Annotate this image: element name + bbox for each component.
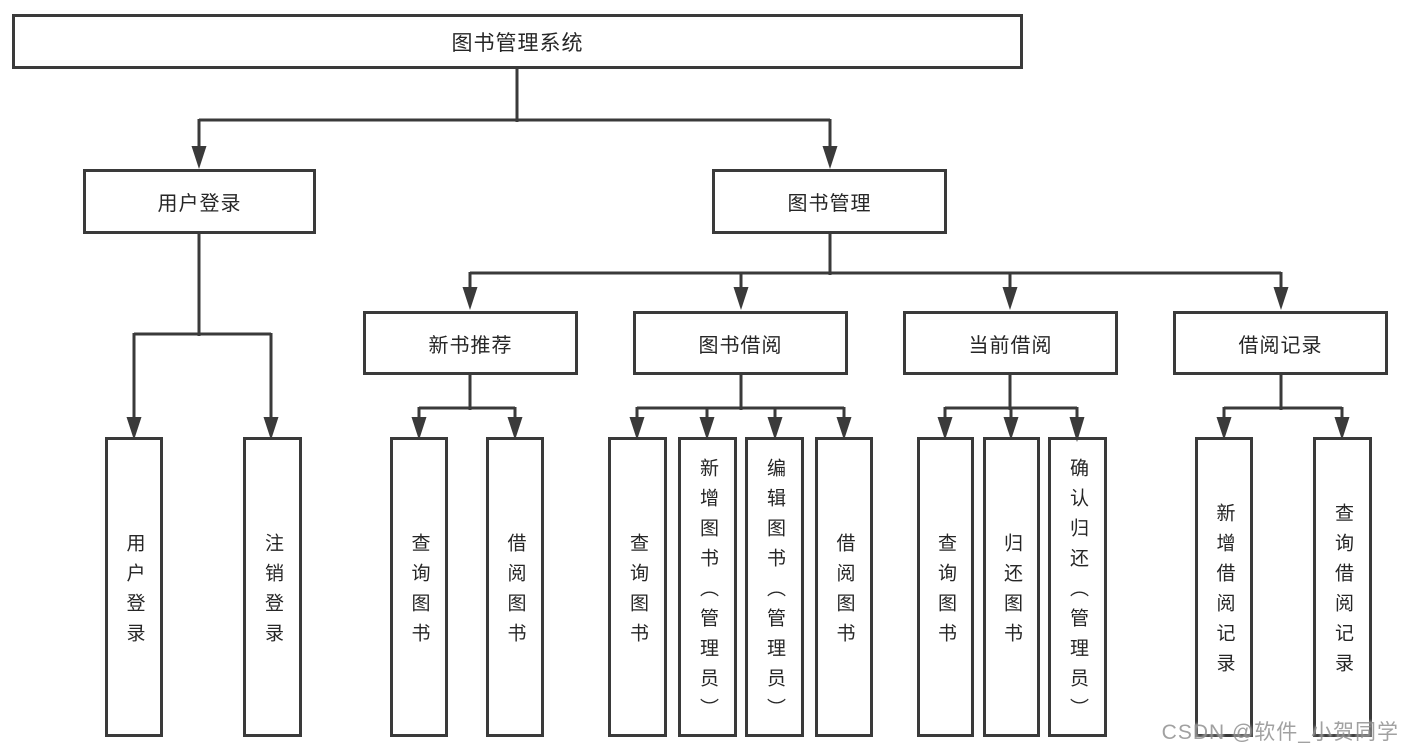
leaf-borrow-books-label: 借阅图书 xyxy=(833,532,855,653)
leaf-borrow-books: 借阅图书 xyxy=(815,437,873,737)
leaf-query-borrow-record: 查询借阅记录 xyxy=(1313,437,1372,737)
leaf-edit-books-admin-label: 编辑图书（管理员） xyxy=(764,457,785,728)
csdn-watermark: CSDN @软件_小贺同学 xyxy=(1161,721,1399,744)
leaf-return-books-label: 归还图书 xyxy=(1001,532,1022,653)
leaf-confirm-return-admin: 确认归还（管理员） xyxy=(1048,437,1107,737)
leaf-query-books-newrec-label: 查询图书 xyxy=(408,532,430,653)
node-user-login: 用户登录 xyxy=(83,169,316,234)
leaf-add-books-admin-label: 新增图书（管理员） xyxy=(697,457,718,728)
leaf-query-books-newrec: 查询图书 xyxy=(390,437,448,737)
leaf-borrow-books-newrec-label: 借阅图书 xyxy=(504,532,526,653)
node-book-management: 图书管理 xyxy=(712,169,947,234)
leaf-add-borrow-record: 新增借阅记录 xyxy=(1195,437,1253,737)
leaf-confirm-return-admin-label: 确认归还（管理员） xyxy=(1067,457,1088,728)
node-new-book-recommend: 新书推荐 xyxy=(363,311,578,375)
node-root-library-system: 图书管理系统 xyxy=(12,14,1023,69)
leaf-user-login-label: 用户登录 xyxy=(123,532,145,653)
leaf-logout-label: 注销登录 xyxy=(262,532,283,653)
leaf-add-borrow-record-label: 新增借阅记录 xyxy=(1213,502,1235,683)
node-borrowing-records: 借阅记录 xyxy=(1173,311,1388,375)
leaf-query-books-borrow: 查询图书 xyxy=(608,437,667,737)
leaf-query-books-current: 查询图书 xyxy=(917,437,974,737)
leaf-edit-books-admin: 编辑图书（管理员） xyxy=(745,437,804,737)
leaf-return-books: 归还图书 xyxy=(983,437,1040,737)
leaf-query-books-current-label: 查询图书 xyxy=(935,532,956,653)
leaf-logout: 注销登录 xyxy=(243,437,302,737)
leaf-add-books-admin: 新增图书（管理员） xyxy=(678,437,737,737)
node-book-borrowing: 图书借阅 xyxy=(633,311,848,375)
leaf-borrow-books-newrec: 借阅图书 xyxy=(486,437,544,737)
node-current-borrowing: 当前借阅 xyxy=(903,311,1118,375)
leaf-query-borrow-record-label: 查询借阅记录 xyxy=(1332,502,1353,683)
leaf-query-books-borrow-label: 查询图书 xyxy=(627,532,648,653)
leaf-user-login: 用户登录 xyxy=(105,437,163,737)
